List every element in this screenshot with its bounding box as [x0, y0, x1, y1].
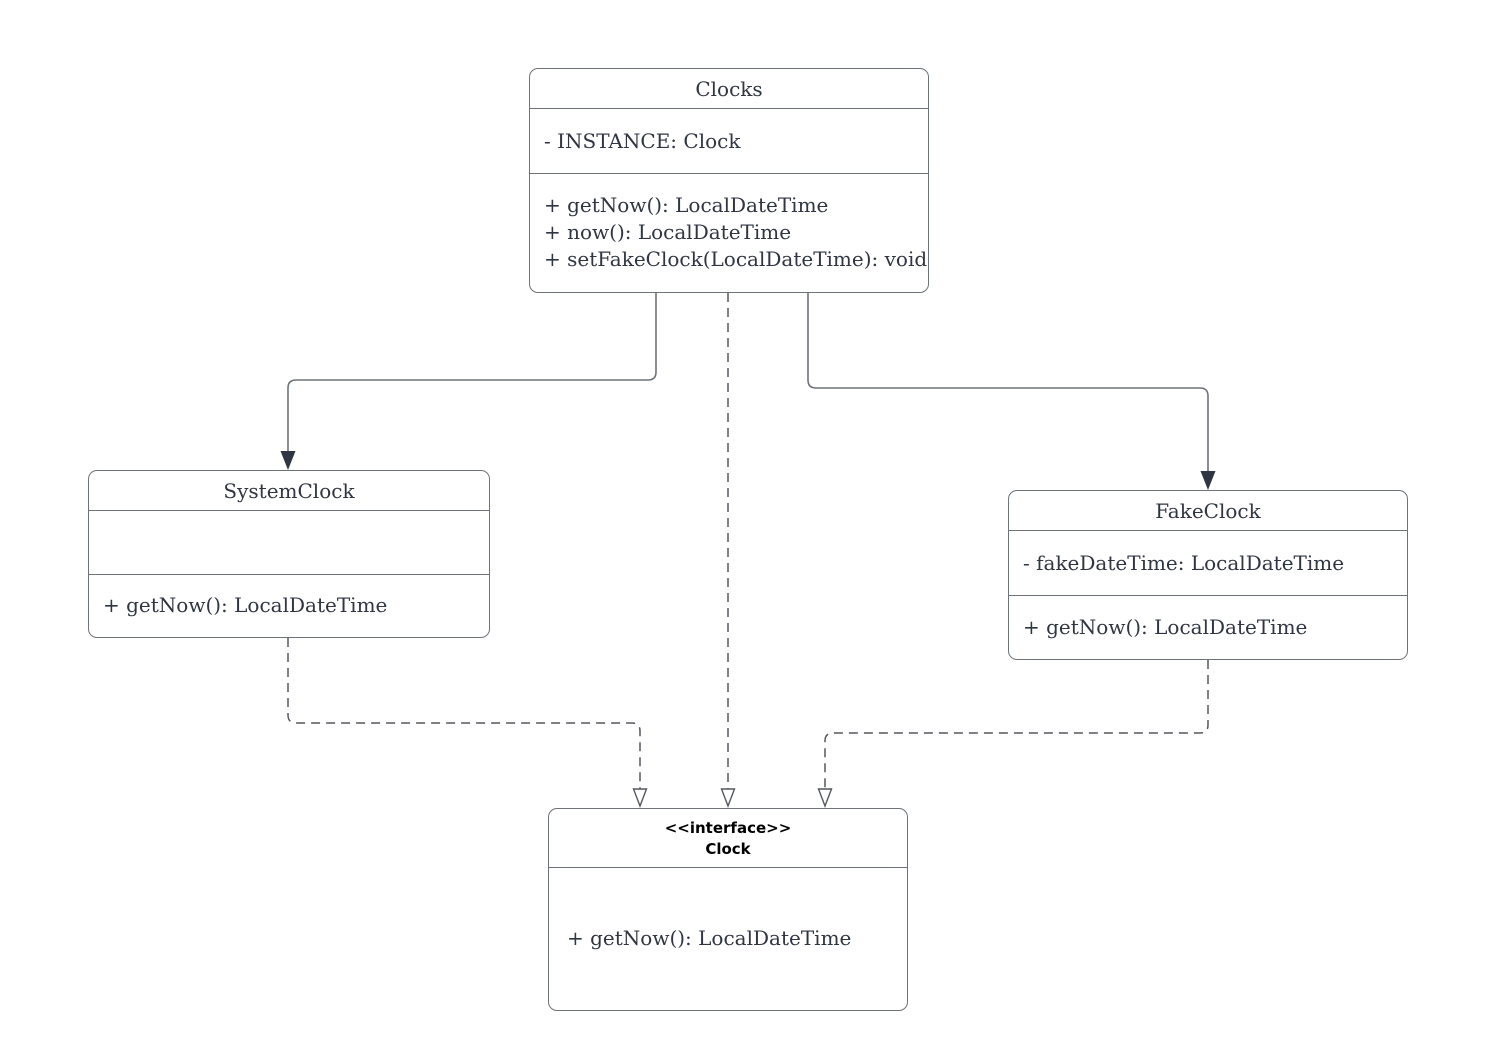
edge-line: [287, 638, 641, 789]
method-line: + now(): LocalDateTime: [544, 220, 792, 244]
class-attributes-section: - fakeDateTime: LocalDateTime: [1009, 531, 1407, 596]
class-title: FakeClock: [1009, 491, 1407, 531]
class-title: SystemClock: [89, 471, 489, 511]
class-methods-section: + getNow(): LocalDateTime + now(): Local…: [530, 174, 928, 291]
class-attributes-section: [89, 511, 489, 575]
edge-line: [824, 660, 1209, 789]
attribute-line: - fakeDateTime: LocalDateTime: [1023, 550, 1345, 575]
edge-clocks-clock[interactable]: [720, 293, 736, 808]
class-methods-section: + getNow(): LocalDateTime: [1009, 596, 1407, 658]
method-line: + getNow(): LocalDateTime: [567, 926, 852, 950]
interface-title: <<interface>> Clock: [549, 809, 907, 868]
class-attributes-section: - INSTANCE: Clock: [530, 109, 928, 174]
class-node-systemclock[interactable]: SystemClock + getNow(): LocalDateTime: [88, 470, 490, 638]
method-line: + getNow(): LocalDateTime: [544, 193, 829, 217]
method-line: + getNow(): LocalDateTime: [103, 593, 388, 617]
interface-methods-section: + getNow(): LocalDateTime: [549, 868, 907, 1009]
edge-line: [807, 293, 1209, 471]
filled-arrowhead-icon: [280, 451, 296, 470]
interface-stereotype: <<interface>>: [664, 818, 792, 837]
method-line: + getNow(): LocalDateTime: [1023, 614, 1308, 639]
hollow-arrowhead-icon: [632, 788, 648, 808]
hollow-arrowhead-icon: [720, 788, 736, 808]
filled-arrowhead-icon: [1200, 471, 1216, 490]
class-title: Clocks: [530, 69, 928, 109]
method-line: + setFakeClock(LocalDateTime): void: [544, 247, 928, 271]
hollow-arrowhead-icon: [817, 788, 833, 808]
edge-clocks-systemclock[interactable]: [280, 293, 657, 470]
edge-systemclock-clock[interactable]: [287, 638, 648, 808]
edge-line: [287, 293, 657, 451]
interface-name: Clock: [705, 839, 751, 858]
attribute-line: - INSTANCE: Clock: [544, 128, 741, 153]
class-node-clocks[interactable]: Clocks - INSTANCE: Clock + getNow(): Loc…: [529, 68, 929, 293]
edge-clocks-fakeclock[interactable]: [807, 293, 1216, 490]
interface-node-clock[interactable]: <<interface>> Clock + getNow(): LocalDat…: [548, 808, 908, 1011]
class-methods-section: + getNow(): LocalDateTime: [89, 575, 489, 636]
class-node-fakeclock[interactable]: FakeClock - fakeDateTime: LocalDateTime …: [1008, 490, 1408, 660]
edge-fakeclock-clock[interactable]: [817, 660, 1209, 808]
